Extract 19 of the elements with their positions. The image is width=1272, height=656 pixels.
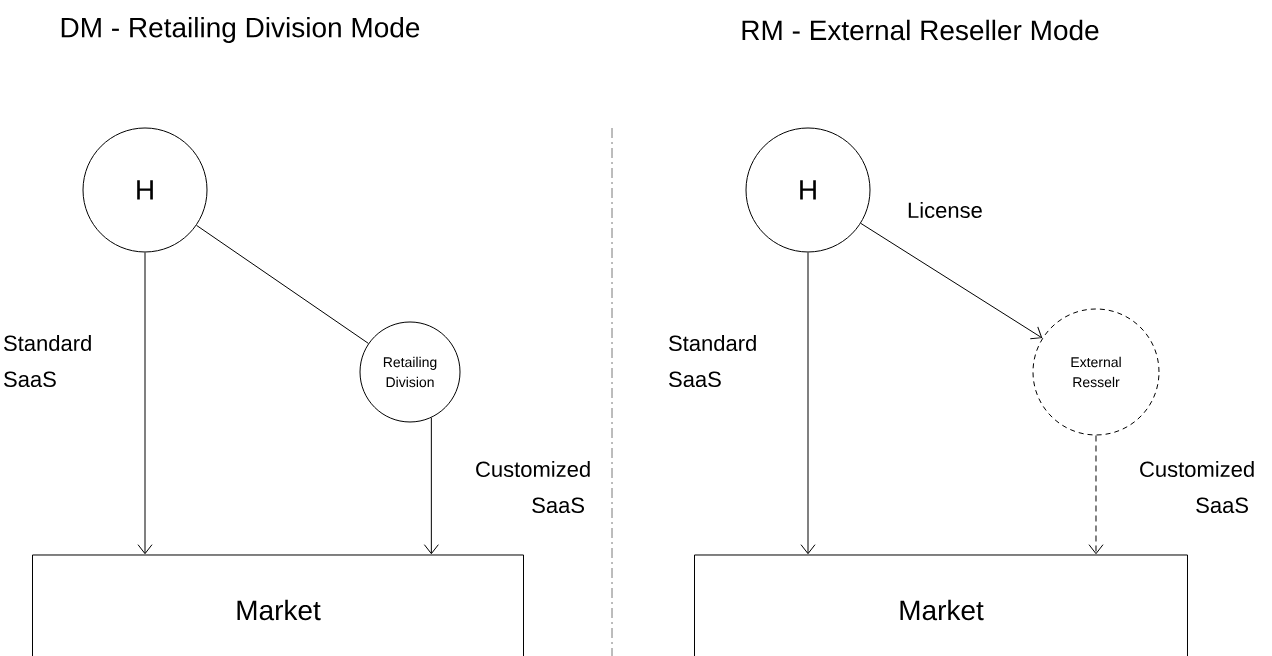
circle-node: H	[82, 127, 208, 253]
edge-label: Standard SaaS	[669, 334, 756, 388]
connector-line	[196, 224, 369, 344]
edge-label: License	[908, 201, 982, 219]
arrow	[423, 417, 439, 555]
edge-label: Customized SaaS	[1140, 460, 1254, 514]
panel-title: DM - Retailing Division Mode	[61, 16, 420, 44]
circle-node: External Resselr	[1032, 308, 1160, 436]
arrow	[1088, 435, 1104, 555]
circle-node: Retailing Division	[359, 321, 461, 423]
edge-label: Customized SaaS	[476, 460, 590, 514]
arrow	[860, 222, 1043, 340]
arrow	[800, 252, 816, 555]
edge-label: Standard SaaS	[4, 334, 91, 388]
panel-title: RM - External Reseller Mode	[742, 19, 1099, 41]
market-box: Market	[694, 554, 1188, 656]
market-box: Market	[32, 554, 524, 656]
arrow	[137, 252, 153, 555]
circle-node: H	[745, 127, 871, 253]
